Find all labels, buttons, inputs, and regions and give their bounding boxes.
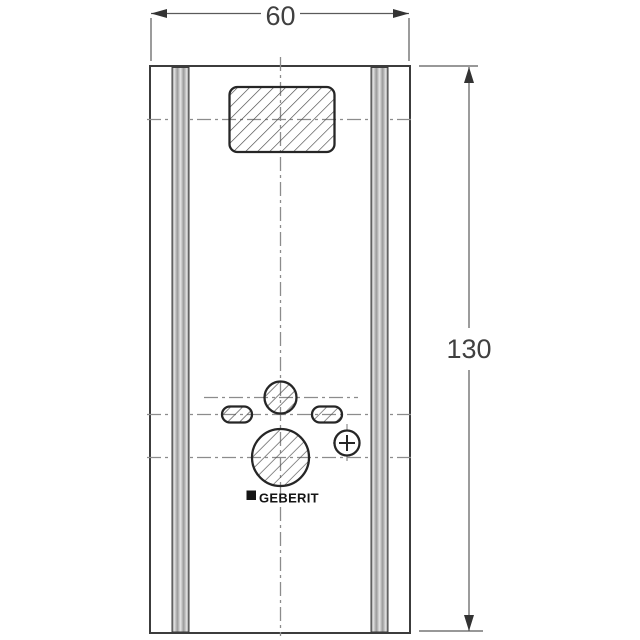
width-dimension: 60 <box>150 1 410 61</box>
height-arrow-top-icon <box>464 67 474 83</box>
flush-plate-opening <box>228 85 336 154</box>
width-arrow-left-icon <box>151 9 167 18</box>
right-profile-rail <box>370 67 389 633</box>
geberit-logo-text: GEBERIT <box>259 491 319 506</box>
left-fixing-slot <box>220 405 254 424</box>
width-dimension-label: 60 <box>265 1 295 31</box>
small-pipe-opening <box>263 380 298 415</box>
drain-pipe-opening <box>250 427 311 488</box>
width-arrow-right-icon <box>393 9 409 18</box>
geberit-logo: GEBERIT <box>246 490 319 506</box>
height-dimension-label: 130 <box>446 334 491 364</box>
height-arrow-bottom-icon <box>464 615 474 631</box>
left-profile-rail <box>171 67 190 633</box>
filled-square-icon <box>246 490 256 500</box>
fixing-point-marker <box>333 424 361 462</box>
right-fixing-slot <box>310 405 344 424</box>
height-dimension: 130 <box>419 65 492 632</box>
